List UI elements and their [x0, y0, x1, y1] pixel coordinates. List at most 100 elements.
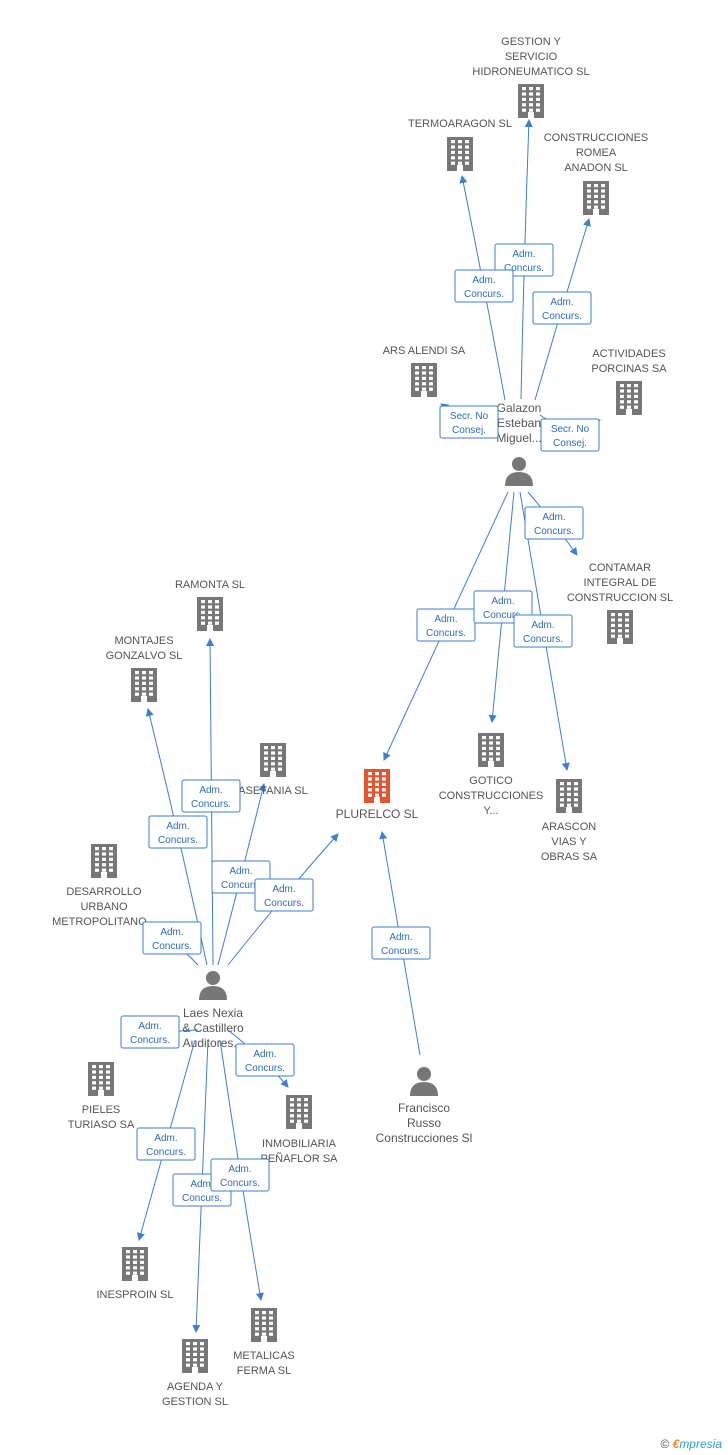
edge-label-laes-desarrollo[interactable]: Adm.Concurs.	[142, 921, 202, 955]
node-label: PEÑAFLOR SA	[260, 1152, 338, 1165]
edge-label-box[interactable]	[513, 614, 573, 648]
edge-label-text: Adm.	[550, 297, 573, 308]
node-label: INESPROIN SL	[96, 1289, 173, 1301]
edge-label-box[interactable]	[235, 1043, 295, 1077]
node-label: PIELES	[82, 1104, 121, 1116]
node-arsalendi[interactable]: ARS ALENDI SA	[383, 345, 466, 397]
node-label: TERMOARAGON SL	[408, 118, 512, 130]
node-termoaragon[interactable]: TERMOARAGON SL	[408, 118, 512, 171]
edge-label-box[interactable]	[439, 405, 499, 439]
edge-label-laes-pieles[interactable]: Adm.Concurs.	[120, 1015, 180, 1049]
edge-label-box[interactable]	[371, 926, 431, 960]
edge-label-text: Concurs.	[523, 634, 563, 645]
brand-logo-e: €	[672, 1437, 680, 1451]
edge-label-box[interactable]	[532, 291, 592, 325]
node-label: DESARROLLO	[66, 886, 142, 898]
edge-label-text: Concurs.	[534, 526, 574, 537]
node-ramonta[interactable]: RAMONTA SL	[175, 579, 245, 631]
edge-label-laes-inmobiliaria[interactable]: Adm.Concurs.	[235, 1043, 295, 1077]
edge-label-laes-ramonta[interactable]: Adm. Concurs.	[181, 779, 241, 813]
node-label: METROPOLITANO...	[52, 916, 156, 928]
edge-label-galazon-contamar[interactable]: Adm. Concurs.	[524, 506, 584, 540]
node-gotico[interactable]: GOTICOCONSTRUCCIONESY...	[439, 733, 544, 817]
edge-label-box[interactable]	[210, 1158, 270, 1192]
node-label: SERVICIO	[505, 51, 558, 63]
node-asetania[interactable]: ASETANIA SL	[238, 743, 308, 797]
node-label: Y...	[483, 805, 498, 817]
edge-label-galazon-termoaragon[interactable]: Adm. Concurs.	[454, 269, 514, 303]
edge-label-box[interactable]	[254, 878, 314, 912]
edge-label-text: Concurs.	[221, 880, 261, 891]
edge-label-box[interactable]	[416, 608, 476, 642]
edge-label-text: Concurs.	[381, 946, 421, 957]
edge-label-laes-plurelco[interactable]: Adm.Concurs.	[254, 878, 314, 912]
edge-label-laes-montajes[interactable]: Adm.Concurs.	[148, 815, 208, 849]
edge-label-box[interactable]	[524, 506, 584, 540]
edge-label-russo-plurelco[interactable]: Adm.Concurs.	[371, 926, 431, 960]
building-icon	[583, 181, 609, 215]
edge-label-box[interactable]	[454, 269, 514, 303]
node-label: OBRAS SA	[541, 851, 598, 863]
edge-label-box[interactable]	[120, 1015, 180, 1049]
node-laes[interactable]: Laes Nexia& CastilleroAuditores...	[182, 971, 244, 1050]
node-porcinas[interactable]: ACTIVIDADES PORCINAS SA	[591, 348, 667, 415]
building-icon	[364, 769, 390, 803]
building-icon	[182, 1339, 208, 1373]
edge-label-box[interactable]	[148, 815, 208, 849]
edge-label-laes-metalicas[interactable]: Adm.Concurs.	[210, 1158, 270, 1192]
edge-label-text: Concurs.	[182, 1193, 222, 1204]
edge-label-galazon-gestion[interactable]: Adm.Concurs.	[494, 243, 554, 277]
node-label: PORCINAS SA	[591, 363, 667, 375]
edge-label-text: Adm.	[253, 1049, 276, 1060]
building-icon	[447, 137, 473, 171]
edge-label-text: Consej.	[452, 425, 486, 436]
node-label: ACTIVIDADES	[592, 348, 665, 360]
edge-label-box[interactable]	[494, 243, 554, 277]
edge-label-text: Concurs.	[191, 799, 231, 810]
node-label: Auditores...	[183, 1036, 244, 1050]
edge-label-text: Adm.	[199, 785, 222, 796]
node-galazon[interactable]: GalazonEstebanMiguel...	[496, 401, 542, 486]
node-desarrollo[interactable]: DESARROLLOURBANOMETROPOLITANO...	[52, 844, 156, 928]
edge-label-galazon-romea[interactable]: Adm.Concurs.	[532, 291, 592, 325]
building-icon	[518, 84, 544, 118]
edge-label-text: Adm.	[542, 512, 565, 523]
edge-label-box[interactable]	[540, 418, 600, 452]
node-inesproin[interactable]: INESPROIN SL	[96, 1247, 174, 1301]
node-label: TURIASO SA	[68, 1119, 135, 1131]
copyright-symbol: ©	[660, 1437, 670, 1451]
node-pieles[interactable]: PIELES TURIASO SA	[68, 1062, 135, 1131]
edge-label-laes-inesproin[interactable]: Adm.Concurs.	[136, 1127, 196, 1161]
building-icon	[607, 610, 633, 644]
edge-label-text: Concurs.	[146, 1147, 186, 1158]
brand-footer: © €mpresia	[660, 1437, 722, 1451]
edge-label-box[interactable]	[142, 921, 202, 955]
edge-label-text: Adm.	[272, 884, 295, 895]
node-label: INTEGRAL DE	[584, 577, 657, 589]
node-label: ASETANIA SL	[238, 785, 308, 797]
person-icon	[410, 1067, 438, 1096]
edge-label-text: Adm.	[531, 620, 554, 631]
edge-label-text: Adm.	[472, 275, 495, 286]
edge-label-galazon-plurelco[interactable]: Adm.Concurs.	[416, 608, 476, 642]
node-label: CONSTRUCCION SL	[567, 592, 673, 604]
edge-label-text: Concurs.	[464, 289, 504, 300]
node-label: GESTION SL	[162, 1396, 228, 1408]
node-plurelco[interactable]: PLURELCO SL	[336, 769, 419, 821]
edge-label-box[interactable]	[136, 1127, 196, 1161]
edge-label-box[interactable]	[181, 779, 241, 813]
building-icon	[556, 779, 582, 813]
edge-label-galazon-arascon[interactable]: Adm. Concurs.	[513, 614, 573, 648]
node-label: & Castillero	[182, 1021, 244, 1035]
